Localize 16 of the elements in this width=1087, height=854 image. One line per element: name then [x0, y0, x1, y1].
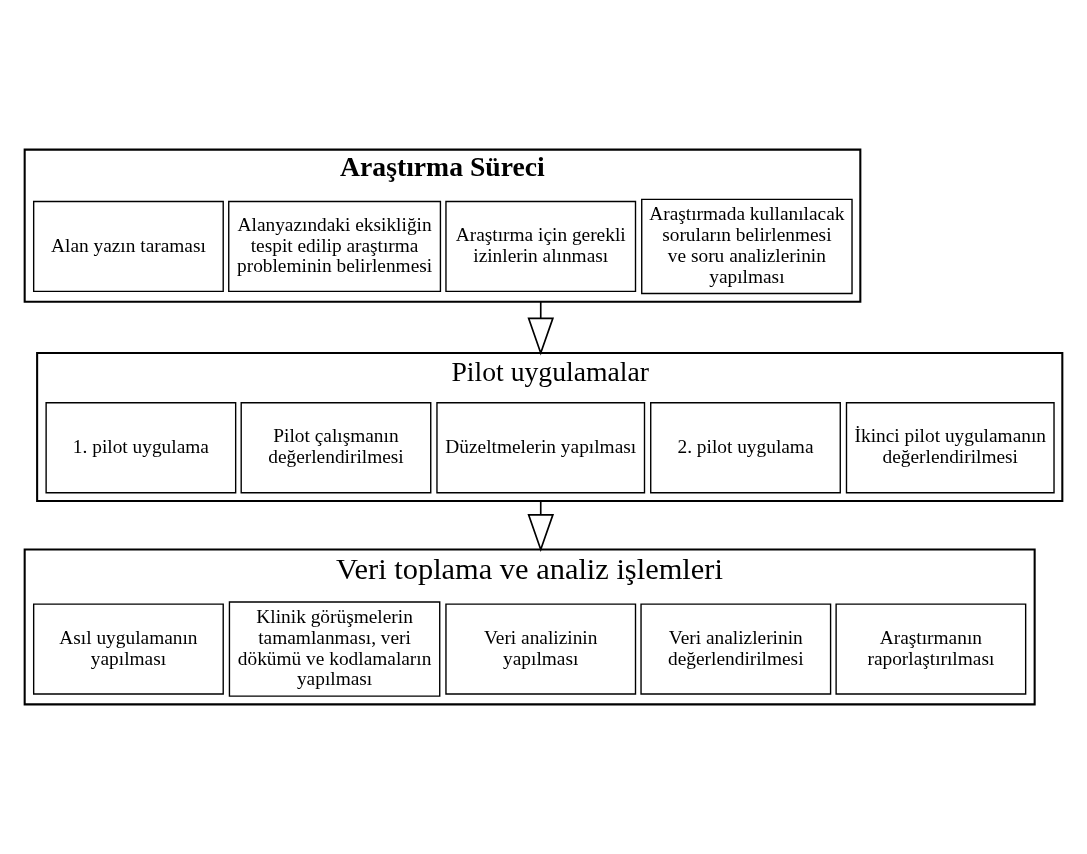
node-box: Alanyazındaki eksikliğin tespit edilip araştırma probleminin belirlenmesi	[228, 200, 442, 293]
node-box: Veri analizlerinin değerlendirilmesi	[640, 603, 832, 695]
node-box: Araştırmada kullanılacak soruların belirlenmesi ve soru analizlerinin yapılması	[641, 198, 853, 295]
node-box: Asıl uygulamanın yapılması	[33, 603, 224, 695]
node-box: Klinik görüşmelerin tamamlanması, veri dökümü ve kodlamaların yapılması	[228, 601, 441, 697]
arrow	[527, 300, 554, 356]
node-box: Alan yazın taraması	[33, 200, 224, 293]
node-box: 2. pilot uygulama	[650, 402, 841, 494]
node-box: Veri analizinin yapılması	[445, 603, 637, 695]
node-box: Araştırmanın raporlaştırılması	[835, 603, 1027, 695]
arrow	[527, 500, 554, 552]
node-box: Araştırma için gerekli izinlerin alınması	[445, 200, 637, 293]
node-box: İkinci pilot uygulamanın değerlendirilmesi	[845, 402, 1055, 494]
node-box: Düzeltmelerin yapılması	[436, 402, 646, 494]
node-box: 1. pilot uygulama	[45, 402, 237, 494]
node-box: Pilot çalışmanın değerlendirilmesi	[240, 402, 432, 494]
